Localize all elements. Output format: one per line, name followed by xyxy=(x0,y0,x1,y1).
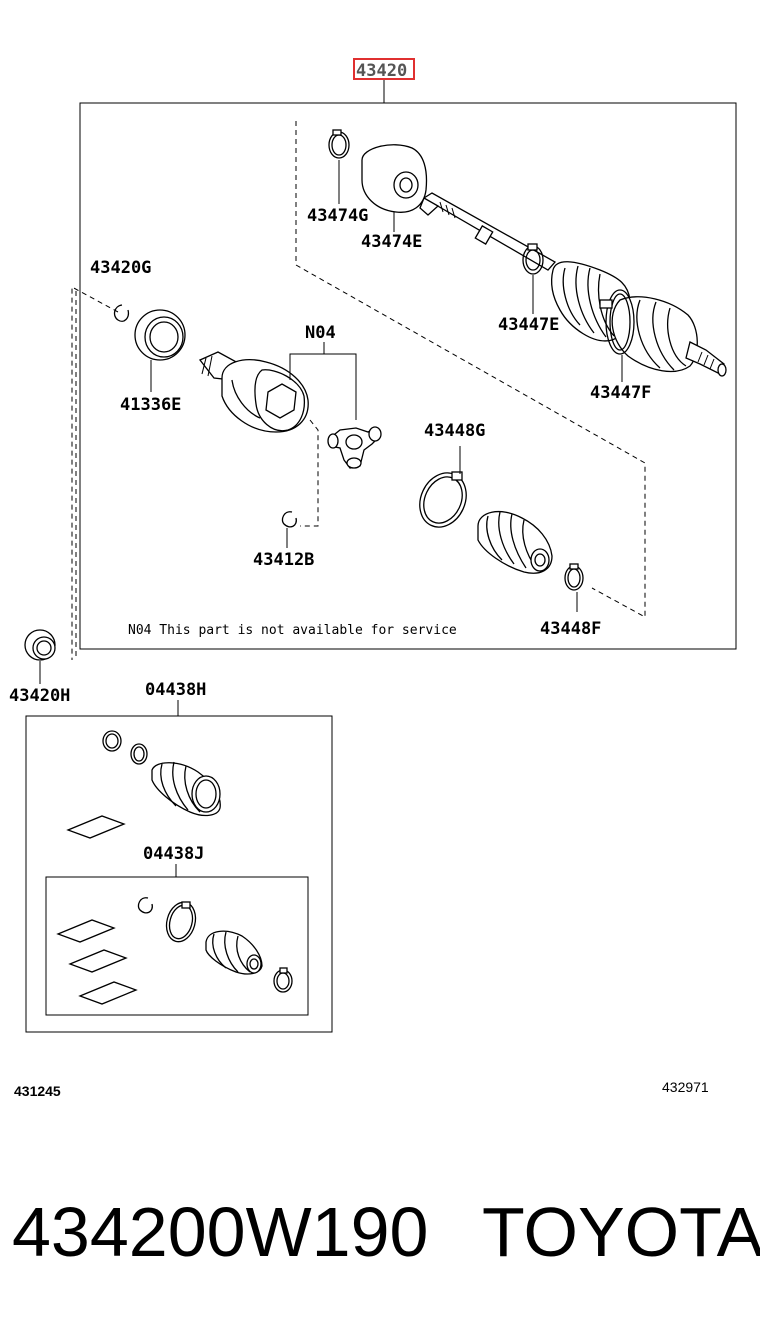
label-43448f: 43448F xyxy=(540,619,601,639)
grease-pack-icon xyxy=(66,815,126,839)
main-assembly-label[interactable]: 43420 xyxy=(356,61,407,81)
main-assembly-callout[interactable]: 43420 xyxy=(353,58,415,103)
figure-code-left: 431245 xyxy=(14,1083,61,1099)
kit-04438h-frame xyxy=(25,715,333,1033)
label-43420h: 43420H xyxy=(9,686,70,706)
clamp-43447f[interactable]: 43447F xyxy=(590,289,651,403)
dust-seal-41336e[interactable]: 41336E xyxy=(120,309,186,415)
snap-ring-43420g[interactable]: 43420G xyxy=(90,258,151,322)
drive-shaft-icon xyxy=(419,192,727,377)
inboard-joint-icon xyxy=(198,351,309,433)
assembly-frame xyxy=(79,102,737,650)
inboard-boot-icon xyxy=(477,510,553,574)
label-n04: N04 xyxy=(305,323,336,343)
label-43448g: 43448G xyxy=(424,421,485,441)
boot-kit-04438h[interactable]: 04438H xyxy=(25,680,333,1033)
tripod-joint-n04[interactable]: N04 xyxy=(289,323,382,469)
dust-cover-43474e[interactable]: 43474E xyxy=(361,144,428,252)
label-43412b: 43412B xyxy=(253,550,314,570)
inner-group-outline xyxy=(71,286,119,660)
service-note: N04 This part is not available for servi… xyxy=(128,623,457,638)
snap-ring-43412b[interactable]: 43412B xyxy=(253,511,314,570)
clamp-43448f[interactable]: 43448F xyxy=(540,563,601,639)
figure-code-right: 432971 xyxy=(662,1079,709,1095)
seal-43420h[interactable]: 43420H xyxy=(9,629,70,706)
clamp-43447e[interactable]: 43447E xyxy=(498,243,559,335)
label-43474e: 43474E xyxy=(361,232,422,252)
big-part-number: 434200W190 xyxy=(12,1193,428,1271)
kit-04438j-frame xyxy=(45,876,309,1016)
boot-kit-04438j[interactable]: 04438J xyxy=(45,844,309,1016)
label-43474g: 43474G xyxy=(307,206,368,226)
clamp-43448g[interactable]: 43448G xyxy=(411,421,485,535)
outer-group-outline xyxy=(295,121,646,618)
main-assembly-highlight xyxy=(353,58,415,80)
label-43420g: 43420G xyxy=(90,258,151,278)
label-43447f: 43447F xyxy=(590,383,651,403)
clamp-43474g[interactable]: 43474G xyxy=(307,129,368,226)
label-41336e: 41336E xyxy=(120,395,181,415)
label-43447e: 43447E xyxy=(498,315,559,335)
label-04438h: 04438H xyxy=(145,680,206,700)
brand-name: TOYOTA xyxy=(482,1193,760,1271)
label-04438j: 04438J xyxy=(143,844,204,864)
